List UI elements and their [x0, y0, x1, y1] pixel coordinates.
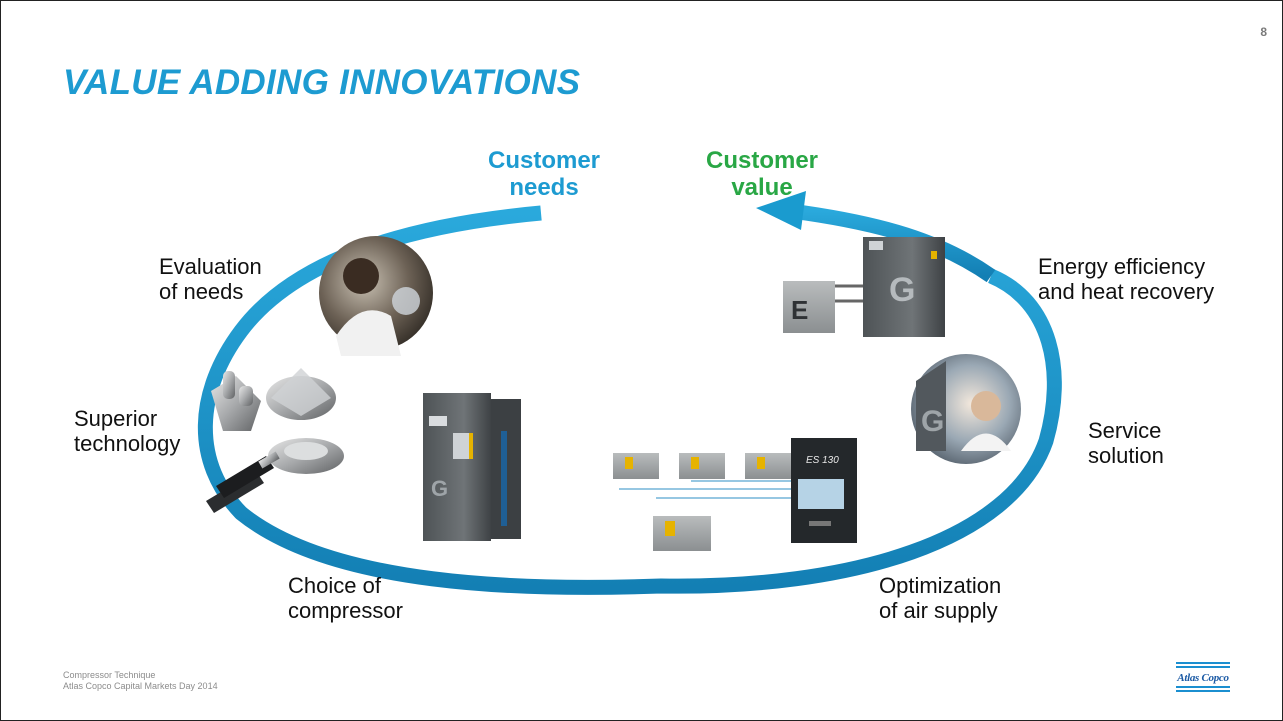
- customer-needs-headline: Customer needs: [469, 147, 619, 201]
- step-evaluation: Evaluation of needs: [159, 254, 262, 304]
- cycle-arrow-tail: [790, 203, 996, 283]
- needs-line-2: needs: [509, 174, 579, 201]
- step-evaluation-line-2: of needs: [159, 279, 244, 304]
- step-service-line-1: Service: [1088, 418, 1162, 443]
- step-choice: Choice of compressor: [288, 573, 403, 623]
- step-choice-line-2: compressor: [288, 598, 403, 623]
- logo-stripe-2: [1176, 666, 1230, 668]
- cycle-arrow-head: [756, 191, 806, 230]
- technology-components: [206, 368, 344, 513]
- step-energy: Energy efficiency and heat recovery: [1038, 254, 1214, 304]
- step-choice-line-1: Choice of: [288, 573, 381, 598]
- value-line-1: Customer: [705, 147, 819, 174]
- svg-text:G: G: [921, 405, 944, 438]
- compressor-unit: G: [423, 393, 521, 541]
- footer-line-1: Compressor Technique: [63, 670, 156, 680]
- page-number: 8: [1260, 25, 1267, 39]
- logo-text: Atlas Copco: [1177, 672, 1229, 684]
- step-energy-line-1: Energy efficiency: [1038, 254, 1206, 279]
- footer-line-2: Atlas Copco Capital Markets Day 2014: [63, 681, 218, 691]
- logo-stripe-bottom: [1176, 690, 1230, 692]
- step-optimization: Optimization of air supply: [879, 573, 1001, 623]
- step-service-line-2: solution: [1088, 443, 1164, 468]
- cycle-ring: [197, 205, 1062, 595]
- customer-value-headline: Customer value: [687, 147, 837, 201]
- logo-stripe-3: [1176, 686, 1230, 688]
- atlas-copco-logo: Atlas Copco: [1176, 662, 1230, 692]
- step-evaluation-line-1: Evaluation: [159, 254, 262, 279]
- step-technology-line-2: technology: [74, 431, 181, 456]
- svg-text:G: G: [889, 271, 915, 309]
- step-optimization-line-1: Optimization: [879, 573, 1002, 598]
- slide-title: VALUE ADDING INNOVATIONS: [63, 63, 581, 102]
- energy-recovery-units: E G: [783, 237, 945, 337]
- es-panel-label: ES 130: [806, 455, 839, 466]
- step-energy-line-2: and heat recovery: [1038, 279, 1215, 304]
- value-line-2: value: [731, 174, 793, 201]
- needs-line-1: Customer: [487, 147, 601, 174]
- step-technology: Superior technology: [74, 406, 180, 456]
- svg-text:E: E: [791, 295, 808, 325]
- step-service: Service solution: [1088, 418, 1164, 468]
- service-photo: G: [911, 354, 1021, 464]
- logo-stripe-top: [1176, 662, 1230, 664]
- step-optimization-line-2: of air supply: [879, 598, 998, 623]
- evaluation-photo: [319, 236, 433, 356]
- svg-text:G: G: [431, 476, 448, 501]
- footer: Compressor Technique Atlas Copco Capital…: [63, 670, 218, 692]
- air-supply-network: ES 130: [613, 438, 857, 551]
- step-technology-line-1: Superior: [74, 406, 158, 431]
